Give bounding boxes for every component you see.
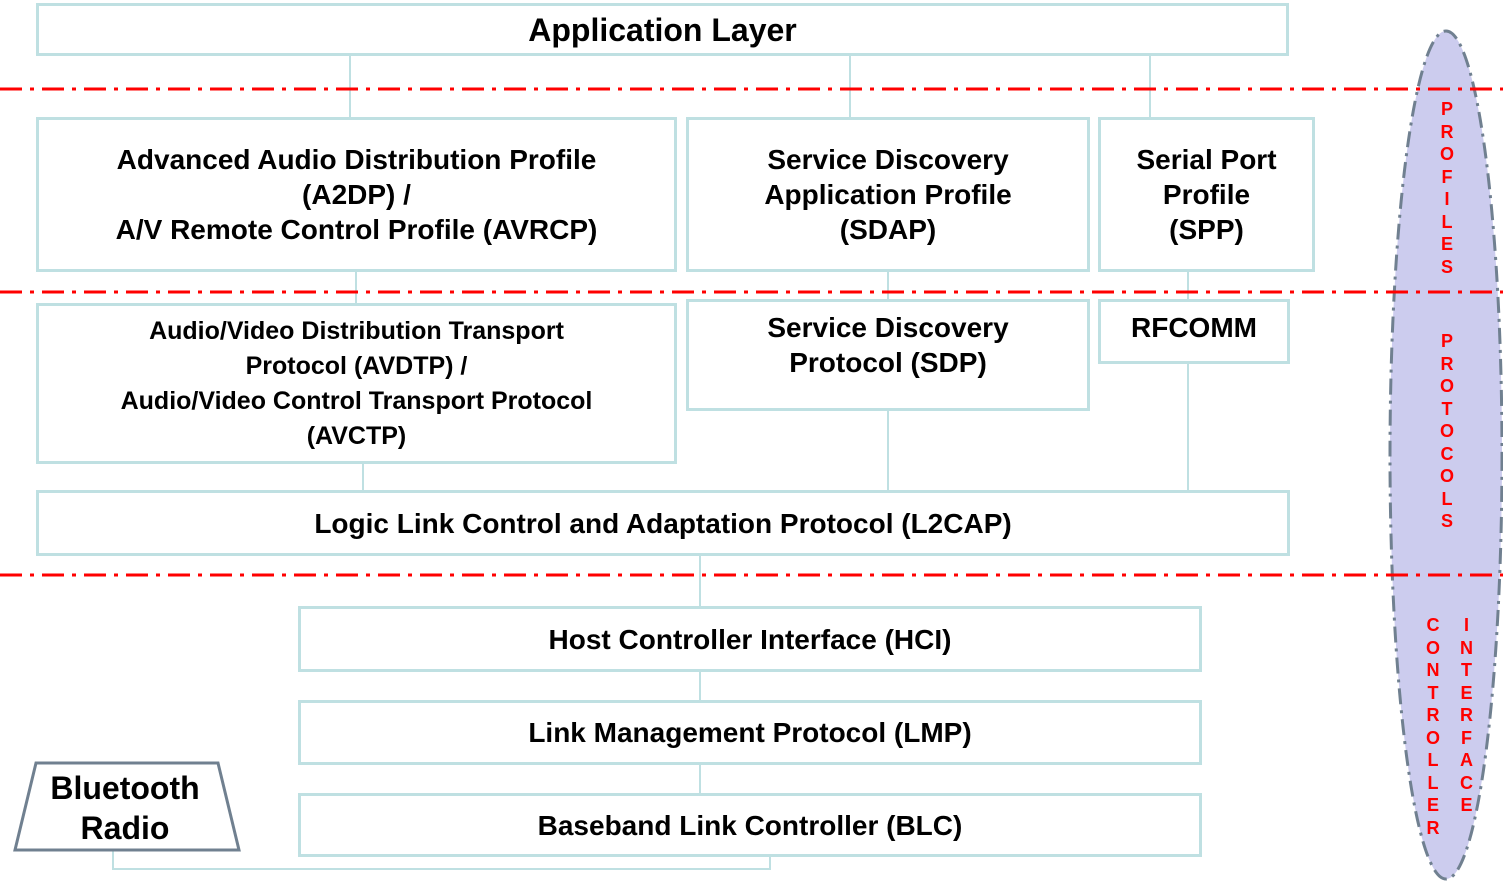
side-label-letter: S bbox=[1441, 256, 1454, 277]
a2dp-line: A/V Remote Control Profile (AVRCP) bbox=[115, 214, 598, 245]
side-label-letter: S bbox=[1441, 511, 1454, 531]
layer-oval bbox=[1388, 29, 1503, 881]
spp-line: (SPP) bbox=[1169, 214, 1244, 245]
sdp-line: Protocol (SDP) bbox=[789, 347, 987, 378]
side-label-letter: A bbox=[1460, 750, 1473, 770]
sdap-line: (SDAP) bbox=[839, 214, 937, 245]
side-label-letter: R bbox=[1460, 705, 1473, 725]
l2cap-label: Logic Link Control and Adaptation Protoc… bbox=[314, 507, 1012, 539]
side-label-letter: T bbox=[1427, 682, 1439, 703]
side-label-letter: O bbox=[1440, 466, 1455, 486]
side-label-letter: E bbox=[1460, 682, 1473, 703]
side-label-letter: O bbox=[1426, 637, 1441, 658]
side-label-letter: E bbox=[1427, 795, 1440, 815]
avdtp-line: Audio/Video Control Transport Protocol bbox=[120, 386, 593, 415]
side-label-letter: O bbox=[1440, 144, 1455, 164]
lmp-box: Link Management Protocol (LMP) bbox=[298, 700, 1202, 765]
side-label-letter: N bbox=[1426, 660, 1440, 680]
radio-line: Radio bbox=[80, 810, 170, 846]
side-label-letter: P bbox=[1441, 331, 1454, 351]
side-label-letter: F bbox=[1461, 727, 1472, 748]
avdtp-line: (AVCTP) bbox=[306, 421, 407, 450]
hci-label: Host Controller Interface (HCI) bbox=[548, 623, 952, 655]
sdap-line: Application Profile bbox=[764, 179, 1012, 210]
side-label-letter: R bbox=[1440, 121, 1454, 142]
side-label-letter: L bbox=[1427, 772, 1439, 793]
application-layer-box: Application Layer bbox=[36, 3, 1289, 56]
l2cap-box: Logic Link Control and Adaptation Protoc… bbox=[36, 490, 1290, 556]
avdtp-line: Audio/Video Distribution Transport bbox=[149, 316, 564, 345]
side-label-letter: N bbox=[1460, 637, 1473, 658]
side-label-letter: T bbox=[1461, 660, 1472, 680]
side-label-letter: T bbox=[1441, 398, 1453, 419]
bluetooth-radio-label: Bluetooth Radio bbox=[12, 768, 238, 848]
side-label-letter: C bbox=[1440, 443, 1454, 464]
side-label-letter: O bbox=[1440, 376, 1455, 396]
side-label-letter: I bbox=[1463, 615, 1469, 635]
side-label-letter: R bbox=[1426, 705, 1440, 725]
sdap-profile-box: Service Discovery Application Profile (S… bbox=[686, 117, 1090, 272]
side-label-letter: E bbox=[1441, 234, 1454, 254]
lmp-label: Link Management Protocol (LMP) bbox=[528, 717, 972, 748]
side-label-letter: F bbox=[1441, 166, 1453, 187]
radio-connector bbox=[112, 851, 771, 870]
side-label-letter: C bbox=[1426, 615, 1440, 635]
radio-line: Bluetooth bbox=[50, 770, 200, 806]
a2dp-line: (A2DP) / bbox=[302, 179, 411, 210]
side-label-letter: R bbox=[1440, 353, 1454, 374]
side-label-letter: L bbox=[1441, 211, 1453, 232]
blc-box: Baseband Link Controller (BLC) bbox=[298, 793, 1202, 857]
sdap-line: Service Discovery bbox=[767, 144, 1009, 175]
avdtp-line: Protocol (AVDTP) / bbox=[245, 351, 468, 380]
side-label-letter: L bbox=[1427, 750, 1439, 770]
spp-profile-box: Serial Port Profile (SPP) bbox=[1098, 117, 1315, 272]
side-label-letter: I bbox=[1444, 189, 1450, 209]
side-label-letter: O bbox=[1426, 727, 1441, 748]
sdp-line: Service Discovery bbox=[767, 312, 1009, 343]
rfcomm-label: RFCOMM bbox=[1131, 312, 1257, 343]
side-label-letter: L bbox=[1441, 488, 1453, 509]
rfcomm-box: RFCOMM bbox=[1098, 299, 1290, 364]
a2dp-line: Advanced Audio Distribution Profile bbox=[116, 144, 597, 175]
spp-line: Serial Port bbox=[1136, 144, 1277, 175]
spp-line: Profile bbox=[1162, 179, 1251, 210]
hci-box: Host Controller Interface (HCI) bbox=[298, 606, 1202, 672]
side-label-letter: C bbox=[1460, 772, 1473, 793]
side-label-letter: P bbox=[1441, 99, 1454, 119]
side-label-letter: O bbox=[1440, 421, 1455, 441]
sdp-protocol-box: Service Discovery Protocol (SDP) bbox=[686, 299, 1090, 411]
blc-label: Baseband Link Controller (BLC) bbox=[537, 809, 963, 841]
bluetooth-radio-shape bbox=[13, 761, 241, 852]
a2dp-profile-box: Advanced Audio Distribution Profile (A2D… bbox=[36, 117, 677, 272]
side-label-letter: R bbox=[1426, 817, 1440, 838]
avdtp-protocol-box: Audio/Video Distribution Transport Proto… bbox=[36, 303, 677, 464]
application-layer-label: Application Layer bbox=[528, 11, 797, 48]
side-label-letter: E bbox=[1460, 795, 1473, 815]
